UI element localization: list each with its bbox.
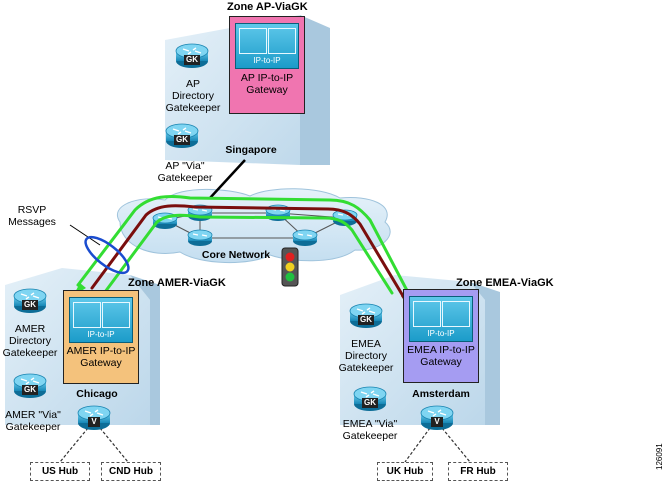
fr-hub: FR Hub (448, 462, 508, 481)
ip-to-ip-badge: IP-to-IP (427, 329, 455, 338)
amer-via-gk-label: AMER "Via" Gatekeeper (5, 409, 61, 433)
gk-badge: GK (362, 398, 378, 408)
emea-via-gk-label: EMEA "Via" Gatekeeper (342, 418, 398, 442)
rsvp-pointer (69, 224, 101, 246)
ap-via-gk-label: AP "Via" Gatekeeper (157, 160, 213, 184)
gk-badge: GK (174, 135, 190, 145)
emea-site-name: Amsterdam (412, 388, 470, 400)
gk-badge: GK (358, 315, 374, 325)
ap-core-link (209, 159, 246, 199)
gk-badge: GK (184, 55, 200, 65)
us-hub: US Hub (30, 462, 90, 481)
traffic-light-icon (281, 247, 299, 287)
ap-gateway-label: AP IP-to-IP Gateway (240, 72, 294, 96)
ap-site-name: Singapore (225, 144, 277, 156)
ip-to-ip-gateway-icon: IP-to-IP (69, 297, 133, 343)
ip-to-ip-gateway-icon: IP-to-IP (235, 23, 299, 69)
emea-gateway-label: EMEA IP-to-IP Gateway (407, 344, 475, 368)
ap-zone-title: Zone AP-ViaGK (227, 1, 308, 13)
amer-directory-gk-label: AMER Directory Gatekeeper (2, 323, 58, 359)
rsvp-ring (84, 235, 130, 275)
ap-directory-gk-label: AP Directory Gatekeeper (165, 78, 221, 114)
emea-directory-gk-label: EMEA Directory Gatekeeper (338, 338, 394, 374)
cnd-hub: CND Hub (101, 462, 161, 481)
ip-to-ip-badge: IP-to-IP (87, 330, 115, 339)
v-badge: V (88, 417, 100, 427)
hub-links (59, 427, 471, 463)
v-badge: V (431, 417, 443, 427)
gk-badge: GK (22, 300, 38, 310)
amer-zone-title: Zone AMER-ViaGK (128, 277, 226, 289)
ip-to-ip-gateway-icon: IP-to-IP (409, 296, 473, 342)
amer-gateway: IP-to-IP AMER IP-to-IP Gateway (63, 290, 139, 384)
rsvp-messages-label: RSVP Messages (8, 204, 56, 228)
amer-gateway-label: AMER IP-to-IP Gateway (66, 345, 136, 369)
emea-gateway: IP-to-IP EMEA IP-to-IP Gateway (403, 289, 479, 383)
emea-zone-title: Zone EMEA-ViaGK (456, 277, 554, 289)
uk-hub: UK Hub (377, 462, 433, 481)
ap-gateway: IP-to-IP AP IP-to-IP Gateway (229, 16, 305, 114)
figure-id: 126091 (655, 443, 664, 470)
core-network-label: Core Network (201, 249, 271, 261)
amer-site-name: Chicago (76, 388, 118, 400)
ip-to-ip-badge: IP-to-IP (253, 56, 281, 65)
gk-badge: GK (22, 385, 38, 395)
